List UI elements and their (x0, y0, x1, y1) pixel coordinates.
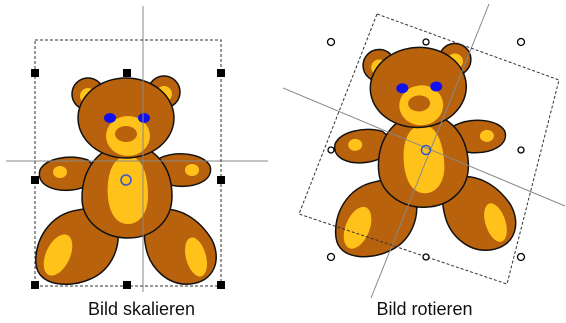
scale-caption: Bild skalieren (87, 299, 196, 319)
rotate-handle-top-right[interactable] (516, 37, 526, 47)
scale-handle-bottom-left[interactable] (31, 281, 39, 289)
rotated-selection-frame (298, 13, 560, 285)
teddy-bear-image[interactable] (35, 75, 217, 286)
rotation-center-marker[interactable] (420, 144, 432, 156)
rotate-canvas (283, 3, 566, 299)
center-marker[interactable] (120, 174, 132, 186)
rotate-handle-bottom-left[interactable] (326, 252, 336, 262)
rotate-caption: Bild rotieren (376, 299, 473, 319)
rotate-panel: Bild rotieren (283, 0, 566, 323)
rotate-handle-bottom[interactable] (422, 253, 430, 261)
scale-panel: Bild skalieren (6, 6, 268, 319)
scale-canvas (6, 6, 268, 292)
rotate-handle-top[interactable] (422, 38, 430, 46)
rotated-guide-line-b (283, 87, 566, 207)
scale-handle-left[interactable] (31, 176, 39, 184)
rotate-handle-right[interactable] (517, 146, 525, 154)
scale-handle-top[interactable] (123, 69, 131, 77)
rotate-handle-top-left[interactable] (326, 37, 336, 47)
scale-handle-top-right[interactable] (217, 69, 225, 77)
scale-handle-right[interactable] (217, 176, 225, 184)
rotate-handle-bottom-right[interactable] (516, 252, 526, 262)
rotate-handle-left[interactable] (327, 146, 335, 154)
scale-handle-bottom[interactable] (123, 281, 131, 289)
scale-handle-bottom-right[interactable] (217, 281, 225, 289)
scale-handle-top-left[interactable] (31, 69, 39, 77)
